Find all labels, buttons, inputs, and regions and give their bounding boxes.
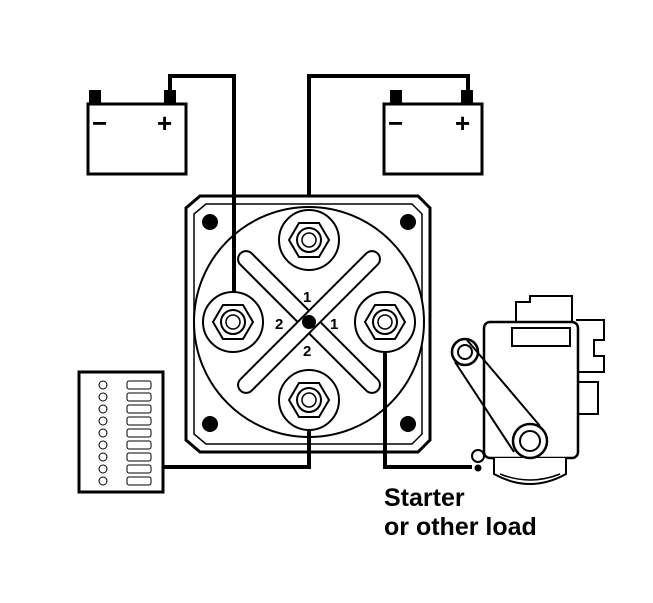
battery-2-positive-sign: +	[455, 108, 470, 138]
battery-2-negative-terminal	[390, 90, 402, 104]
wire-terminal-bottom-to-panel	[163, 430, 311, 469]
switch-terminal-bottom	[278, 369, 340, 431]
switch-position-label-top: 1	[303, 289, 311, 306]
starter-motor	[450, 295, 605, 485]
switch-terminal-right	[354, 291, 416, 353]
switch-terminal-top	[278, 209, 340, 271]
battery-1-negative-terminal	[89, 90, 101, 104]
battery-switch: 1 1 2 2	[184, 194, 432, 454]
load-label: Starter or other load	[384, 484, 537, 542]
switch-center-pivot	[302, 315, 316, 329]
wire-battery-2-to-terminal-top	[307, 74, 470, 196]
battery-2-negative-sign: −	[388, 108, 403, 138]
battery-1-positive-sign: +	[157, 108, 172, 138]
battery-1: − +	[86, 90, 188, 176]
battery-1-negative-sign: −	[92, 108, 107, 138]
wire-terminal-right-to-starter	[383, 352, 472, 469]
wires	[163, 74, 472, 469]
load-label-line-2: or other load	[384, 513, 537, 541]
load-label-line-1: Starter	[384, 484, 465, 512]
switch-position-label-right: 1	[330, 316, 338, 333]
battery-1-positive-terminal	[164, 90, 176, 104]
distribution-panel	[77, 370, 165, 494]
switch-position-label-left: 2	[275, 316, 283, 333]
switch-mounting-holes	[202, 214, 416, 432]
battery-2: − +	[382, 90, 484, 176]
switch-terminal-left	[202, 291, 264, 353]
switch-position-label-bottom: 2	[303, 343, 311, 360]
wire-battery-1-to-terminal-left	[168, 74, 236, 292]
battery-2-positive-terminal	[461, 90, 473, 104]
